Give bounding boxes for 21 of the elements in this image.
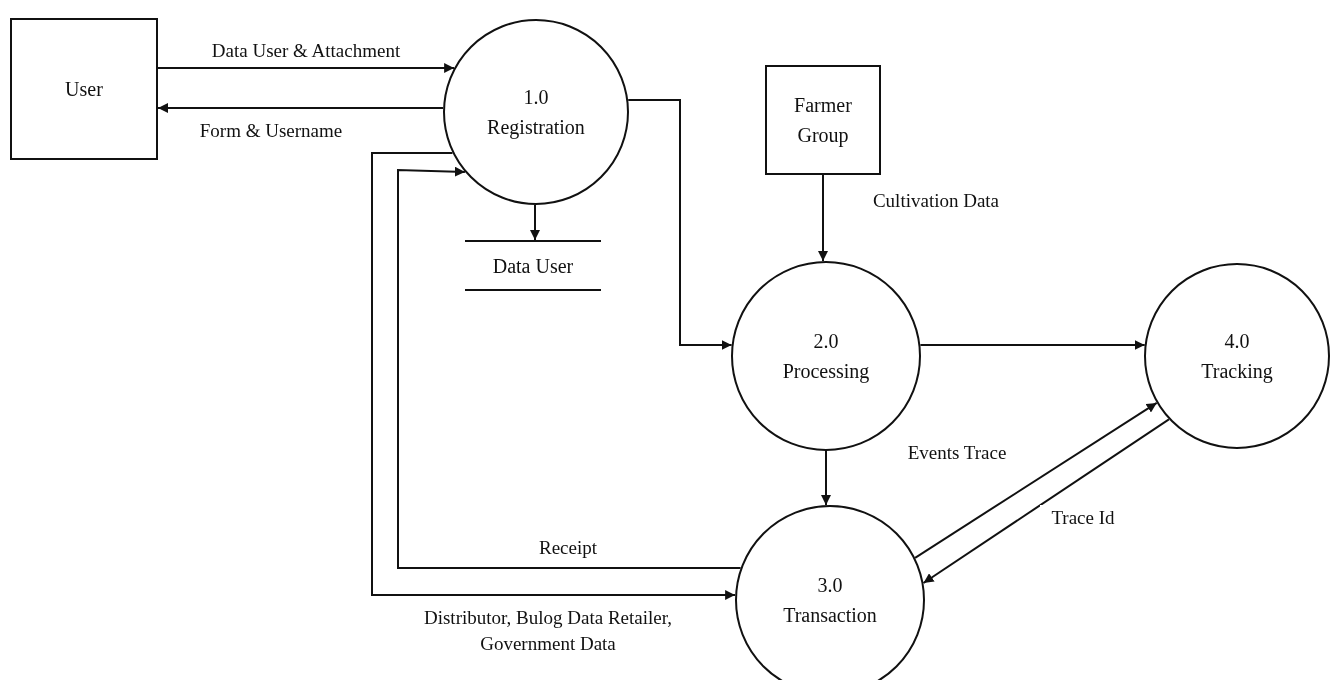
node-label: 4.0 Tracking: [1200, 329, 1274, 385]
arrow: [157, 63, 456, 73]
arrow: [818, 174, 828, 262]
arrow: [919, 340, 1146, 350]
node-label: User: [65, 77, 103, 102]
node-label: Farmer Group: [793, 93, 853, 149]
entity-box: [10, 18, 158, 160]
node-label: Data User: [492, 253, 574, 279]
arrow: [627, 99, 733, 350]
arrow: [371, 152, 737, 600]
node-label: 3.0 Transaction: [782, 573, 878, 628]
node-label: 1.0 Registration: [486, 85, 586, 141]
arrow: [397, 166, 742, 569]
arrow: [821, 450, 831, 507]
data-store: [465, 240, 601, 291]
entity-box: [765, 65, 881, 175]
arrow: [157, 103, 445, 113]
node-label: 2.0 Processing: [781, 329, 871, 385]
arrow: [922, 418, 1170, 584]
arrow: [914, 401, 1158, 559]
arrow: [530, 204, 540, 241]
